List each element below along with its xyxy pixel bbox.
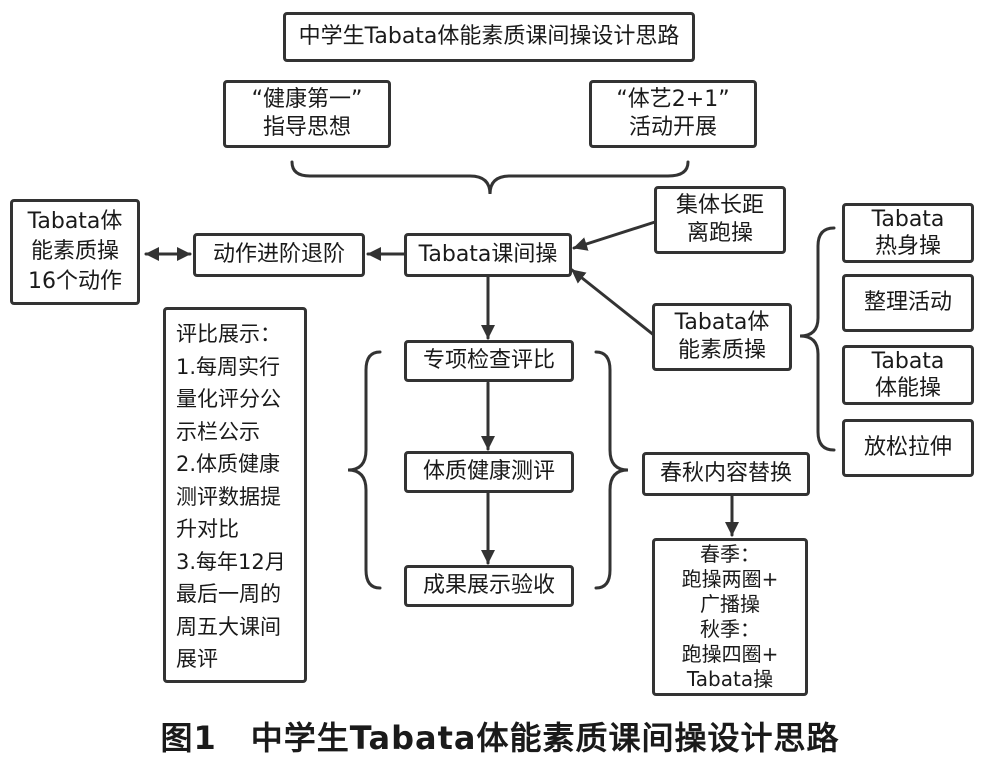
core-box: Tabata课间操	[404, 233, 572, 277]
arrow-exercise-core	[570, 268, 657, 338]
progression-box: 动作进阶退阶	[193, 233, 365, 277]
component-organize-text: 整理活动	[863, 290, 952, 315]
season-switch-text: 春秋内容替换	[659, 461, 792, 486]
activity-line-2: 活动开展	[628, 115, 717, 140]
season-detail-box: 春季： 跑操两圈+ 广播操 秋季： 跑操四圈+ Tabata操	[652, 538, 808, 696]
eval-step-results-text: 成果展示验收	[422, 573, 555, 598]
tabata-exercise-line-1: Tabata体	[674, 310, 770, 335]
component-stretch-text: 放松拉伸	[863, 435, 952, 460]
title-text: 中学生Tabata体能素质课间操设计思路	[298, 24, 680, 49]
review-line: 最后一周的	[176, 582, 281, 606]
figure-caption: 图1 中学生Tabata体能素质课间操设计思路	[0, 713, 1000, 759]
moves-line-2: 能素质操	[30, 239, 119, 264]
eval-right-brace	[594, 350, 629, 590]
season-detail-line: 跑操两圈+	[681, 567, 779, 591]
tabata-exercise-line-2: 能素质操	[677, 338, 766, 363]
eval-step-inspection-text: 专项检查评比	[422, 348, 555, 373]
component-organize-box: 整理活动	[842, 274, 974, 332]
moves-line-3: 16个动作	[28, 269, 122, 294]
guide-line-2: 指导思想	[262, 115, 351, 140]
season-detail-line: 跑操四圈+	[681, 642, 779, 666]
component-fitness-line-1: Tabata	[871, 349, 945, 374]
season-detail-line: 广播操	[700, 592, 760, 616]
tabata-exercise-box: Tabata体 能素质操	[652, 303, 792, 371]
review-box: 评比展示： 1.每周实行 量化评分公 示栏公示 2.体质健康 测评数据提 升对比…	[163, 307, 307, 683]
guide-box: “健康第一” 指导思想	[223, 80, 391, 148]
eval-step-fitness-test-text: 体质健康测评	[422, 459, 555, 484]
review-line: 1.每周实行	[176, 354, 281, 379]
longrun-box: 集体长距 离跑操	[654, 186, 786, 254]
moves-box: Tabata体 能素质操 16个动作	[10, 199, 140, 305]
title-box: 中学生Tabata体能素质课间操设计思路	[283, 12, 695, 62]
activity-line-1: “体艺2+1”	[616, 87, 730, 112]
season-detail-line: Tabata操	[686, 667, 774, 691]
component-warmup-line-2: 热身操	[874, 234, 941, 259]
figure-caption-text: 中学生Tabata体能素质课间操设计思路	[250, 719, 840, 757]
component-stretch-box: 放松拉伸	[842, 419, 974, 477]
components-brace	[799, 226, 836, 452]
top-brace	[290, 160, 690, 195]
review-line: 量化评分公	[176, 387, 281, 411]
eval-left-brace	[347, 350, 382, 590]
review-line: 2.体质健康	[176, 452, 281, 476]
eval-step-results: 成果展示验收	[404, 565, 574, 607]
longrun-line-1: 集体长距	[675, 193, 764, 218]
longrun-line-2: 离跑操	[686, 221, 753, 246]
review-line: 周五大课间	[176, 614, 281, 639]
guide-line-1: “健康第一”	[251, 87, 363, 112]
component-fitness-line-2: 体能操	[874, 376, 941, 401]
review-line: 示栏公示	[176, 419, 260, 444]
season-detail-line: 秋季：	[700, 617, 760, 641]
season-detail-line: 春季：	[700, 542, 760, 566]
eval-step-fitness-test: 体质健康测评	[404, 451, 574, 493]
component-warmup-line-1: Tabata	[871, 207, 945, 232]
eval-step-inspection: 专项检查评比	[404, 340, 574, 382]
season-switch-box: 春秋内容替换	[642, 452, 810, 496]
arrow-longrun-core	[572, 220, 657, 251]
review-line: 升对比	[176, 517, 239, 541]
component-fitness-box: Tabata 体能操	[842, 345, 974, 405]
review-line: 评比展示：	[176, 322, 281, 346]
figure-number: 图1	[160, 719, 217, 757]
review-line: 3.每年12月	[176, 549, 286, 574]
core-text: Tabata课间操	[418, 242, 558, 267]
activity-box: “体艺2+1” 活动开展	[589, 80, 757, 148]
review-line: 展评	[176, 647, 218, 671]
progression-text: 动作进阶退阶	[212, 242, 345, 267]
component-warmup-box: Tabata 热身操	[842, 203, 974, 263]
review-line: 测评数据提	[176, 484, 281, 509]
moves-line-1: Tabata体	[27, 209, 123, 234]
